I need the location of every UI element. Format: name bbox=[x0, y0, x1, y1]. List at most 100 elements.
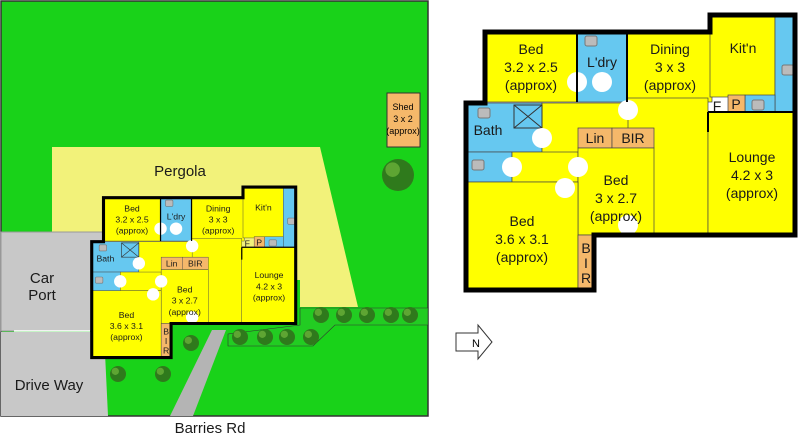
kitchen-bench bbox=[774, 14, 796, 113]
fridge-label: F bbox=[713, 98, 722, 114]
tree-highlight bbox=[184, 336, 192, 344]
lounge-label: Lounge bbox=[255, 270, 284, 280]
bed3-label: 3.6 x 3.1 bbox=[495, 231, 549, 247]
cooktop-icon bbox=[751, 99, 765, 111]
tree-highlight bbox=[403, 308, 411, 316]
kitchen-room bbox=[709, 14, 776, 98]
north-label: N bbox=[472, 338, 480, 350]
bir-side-label: I bbox=[584, 255, 588, 271]
dining-label: (approx) bbox=[202, 226, 234, 236]
tree bbox=[110, 366, 126, 382]
door-swing bbox=[555, 178, 575, 198]
tree-highlight bbox=[384, 308, 392, 316]
door-swing bbox=[132, 257, 146, 270]
external-walls bbox=[463, 12, 798, 293]
trough-icon bbox=[165, 199, 174, 207]
tree bbox=[382, 159, 414, 191]
internal-walls bbox=[159, 197, 296, 260]
lounge-label: (approx) bbox=[726, 185, 778, 201]
bir_top-label: BIR bbox=[188, 258, 202, 268]
bed2-label: (approx) bbox=[590, 208, 642, 224]
car-port-label: Port bbox=[28, 287, 56, 304]
sink-icon bbox=[781, 64, 795, 76]
tree-highlight bbox=[280, 330, 288, 338]
lounge-room bbox=[707, 111, 796, 236]
door-swing bbox=[146, 288, 160, 301]
kitchen-label: Kit'n bbox=[730, 40, 757, 56]
shed-approx: (approx) bbox=[386, 126, 420, 136]
lounge-label: 4.2 x 3 bbox=[256, 281, 282, 291]
door-swing bbox=[568, 157, 588, 177]
bed1-label: Bed bbox=[519, 41, 544, 57]
dining-label: 3 x 3 bbox=[655, 59, 686, 75]
bed3-label: Bed bbox=[119, 310, 135, 320]
door-swing bbox=[532, 128, 552, 148]
lounge-label: (approx) bbox=[253, 293, 285, 303]
car-port-label: Car bbox=[30, 270, 54, 287]
drive-way-label: Drive Way bbox=[15, 377, 84, 394]
lounge-room bbox=[241, 247, 296, 324]
bed2-label: Bed bbox=[604, 172, 629, 188]
bed1-room bbox=[103, 197, 161, 242]
door-swing bbox=[185, 239, 199, 253]
laundry-label: L'dry bbox=[587, 54, 617, 70]
tree bbox=[183, 335, 199, 351]
tree-highlight bbox=[360, 308, 368, 316]
tree-highlight bbox=[385, 162, 400, 177]
front-path bbox=[170, 330, 226, 416]
door-swing bbox=[618, 100, 638, 120]
drive-way bbox=[1, 332, 97, 416]
bed1-label: (approx) bbox=[505, 77, 557, 93]
door-swing bbox=[502, 157, 522, 177]
bir-side-label: B bbox=[581, 240, 590, 256]
shower bbox=[121, 242, 140, 258]
bed1-label: Bed bbox=[124, 203, 140, 213]
bed1-label: (approx) bbox=[116, 226, 148, 236]
tree bbox=[383, 307, 399, 323]
linen-label: Lin bbox=[166, 258, 178, 268]
dining-label: 3 x 3 bbox=[209, 214, 228, 224]
door-swing bbox=[114, 275, 127, 288]
bed3-room bbox=[91, 290, 162, 358]
tree-highlight bbox=[111, 367, 119, 375]
tree bbox=[303, 329, 319, 345]
shed-label: Shed bbox=[392, 102, 413, 112]
tree bbox=[313, 307, 329, 323]
bed2-label: (approx) bbox=[169, 307, 201, 317]
pergola-label: Pergola bbox=[154, 163, 206, 180]
toilet-icon bbox=[471, 159, 485, 171]
bed2-label: Bed bbox=[177, 285, 193, 295]
fridge-label: F bbox=[245, 239, 250, 249]
bed2-label: 3 x 2.7 bbox=[595, 190, 637, 206]
north-arrow: N bbox=[455, 323, 493, 361]
pantry-label: P bbox=[256, 237, 262, 247]
basin-icon bbox=[477, 107, 491, 119]
garden-bed bbox=[227, 307, 429, 347]
bed3-room bbox=[465, 181, 579, 291]
laundry-label: L'dry bbox=[167, 211, 186, 221]
tree bbox=[279, 329, 295, 345]
bir-side-label: R bbox=[163, 345, 169, 355]
bed3-label: Bed bbox=[510, 213, 535, 229]
dining-label: (approx) bbox=[644, 77, 696, 93]
tree-highlight bbox=[337, 308, 345, 316]
bed1-label: 3.2 x 2.5 bbox=[115, 214, 148, 224]
bir_top-label: BIR bbox=[621, 130, 644, 146]
tree bbox=[155, 366, 171, 382]
lounge-label: Lounge bbox=[729, 149, 776, 165]
door-swing bbox=[185, 311, 199, 324]
internal-walls bbox=[576, 32, 795, 132]
sink-icon bbox=[287, 217, 296, 225]
basin-icon bbox=[98, 244, 107, 252]
cooktop-icon bbox=[268, 239, 277, 247]
pantry-label: P bbox=[731, 96, 740, 112]
tree-highlight bbox=[304, 330, 312, 338]
bir-side-label: I bbox=[165, 336, 167, 346]
tree bbox=[232, 329, 248, 345]
bed1-label: 3.2 x 2.5 bbox=[504, 59, 558, 75]
lounge-label: 4.2 x 3 bbox=[731, 167, 773, 183]
kitchen-label: Kit'n bbox=[255, 203, 272, 213]
bath-label: Bath bbox=[474, 122, 503, 138]
